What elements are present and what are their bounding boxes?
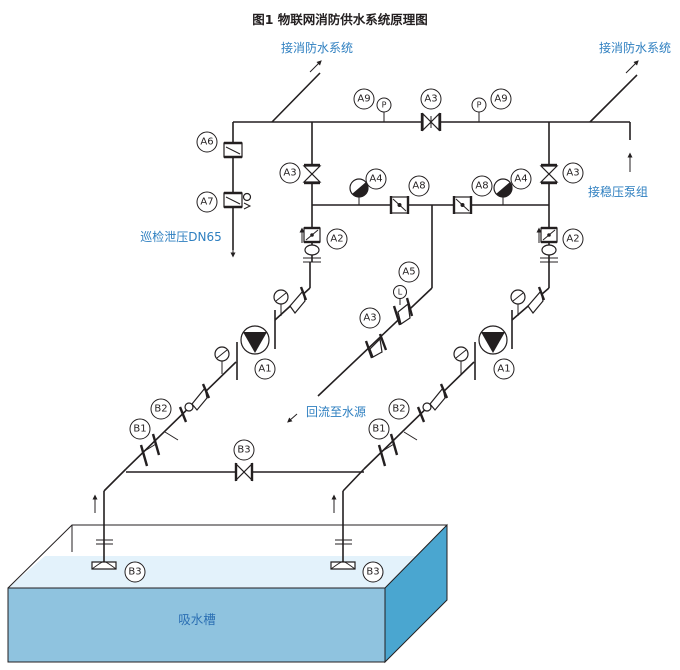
tank-side-face: [384, 523, 448, 664]
tag-b3-right-foot: B3: [362, 561, 384, 583]
tag-a7: A7: [196, 191, 218, 213]
tag-a3-return: A3: [359, 307, 381, 329]
tags: A6 A7 A3 A2 A9 P A3 P A9 A4 A8 A8 A4 A3 …: [124, 88, 584, 583]
svg-text:B2: B2: [154, 404, 167, 415]
svg-text:B1: B1: [133, 424, 146, 435]
svg-text:A5: A5: [402, 267, 415, 278]
test-header: [287, 178, 549, 423]
svg-text:B2: B2: [392, 404, 405, 415]
tag-a3-right: A3: [562, 162, 584, 184]
top-header: [223, 60, 639, 258]
label-to-pressure-pump: 接稳压泵组: [588, 184, 648, 199]
tag-a8-left: A8: [408, 175, 430, 197]
tag-a3-left: A3: [279, 162, 301, 184]
label-to-fire-system-left: 接消防水系统: [281, 40, 353, 55]
tank-label: 吸水槽: [178, 612, 216, 627]
tag-b1-right: B1: [368, 418, 390, 440]
right-suction-line: [330, 468, 365, 570]
suction-crossover: [126, 462, 364, 482]
svg-text:P: P: [382, 101, 387, 110]
tag-a6: A6: [196, 131, 218, 153]
svg-text:B3: B3: [128, 567, 141, 578]
svg-text:A3: A3: [363, 313, 376, 324]
left-pump-line: [125, 262, 311, 470]
label-to-fire-system-right: 接消防水系统: [599, 40, 671, 55]
tag-b3-left-foot: B3: [124, 561, 146, 583]
tag-a4-right: A4: [510, 168, 532, 190]
svg-text:A2: A2: [330, 234, 343, 245]
foot-valve-icon: [330, 561, 356, 570]
svg-text:A4: A4: [514, 174, 527, 185]
right-riser: [536, 122, 559, 263]
tag-b2-right: B2: [388, 398, 410, 420]
tag-a4-left: A4: [365, 168, 387, 190]
svg-text:A3: A3: [283, 168, 296, 179]
svg-text:A8: A8: [475, 181, 488, 192]
tag-p-left: P: [376, 97, 392, 113]
tag-b2-left: B2: [150, 398, 172, 420]
tag-p-right: P: [471, 97, 487, 113]
left-suction-line: [91, 468, 127, 570]
tag-b1-left: B1: [129, 418, 151, 440]
tag-a3-header: A3: [420, 88, 442, 110]
svg-text:P: P: [477, 101, 482, 110]
svg-text:A2: A2: [566, 234, 579, 245]
svg-text:A6: A6: [200, 137, 213, 148]
tag-a8-right: A8: [471, 175, 493, 197]
tag-a2-right: A2: [562, 228, 584, 250]
return-flow-arrow-icon: [287, 413, 298, 423]
svg-text:A1: A1: [258, 364, 271, 375]
svg-text:A1: A1: [497, 364, 510, 375]
svg-text:A9: A9: [357, 94, 370, 105]
tag-a1-right: A1: [493, 358, 515, 380]
flow-out-arrow-icon: [309, 60, 322, 73]
suction-tank: 吸水槽: [7, 523, 448, 664]
foot-valve-icon: [91, 561, 117, 570]
svg-text:B3: B3: [237, 445, 250, 456]
svg-text:B1: B1: [372, 424, 385, 435]
svg-text:A8: A8: [412, 181, 425, 192]
tag-a5: A5: [398, 261, 420, 283]
tag-a9-right: A9: [490, 88, 512, 110]
svg-text:L: L: [398, 288, 403, 297]
svg-text:A3: A3: [424, 94, 437, 105]
svg-text:A9: A9: [494, 94, 507, 105]
flow-out-arrow-icon: [625, 60, 639, 74]
tag-a2-left: A2: [326, 228, 348, 250]
tag-l: L: [393, 285, 407, 299]
svg-text:B3: B3: [366, 567, 379, 578]
tag-b3-crossover: B3: [233, 439, 255, 461]
right-pump-line: [363, 262, 550, 470]
left-riser: [299, 122, 322, 263]
tag-a1-left: A1: [254, 358, 276, 380]
svg-text:A3: A3: [566, 168, 579, 179]
svg-text:A7: A7: [200, 197, 213, 208]
label-return-to-source: 回流至水源: [306, 405, 366, 419]
diagram-title: 图1 物联网消防供水系统原理图: [252, 12, 428, 27]
label-inspection-relief: 巡检泄压DN65: [140, 229, 222, 244]
svg-text:A4: A4: [369, 174, 382, 185]
tag-a9-left: A9: [353, 88, 375, 110]
